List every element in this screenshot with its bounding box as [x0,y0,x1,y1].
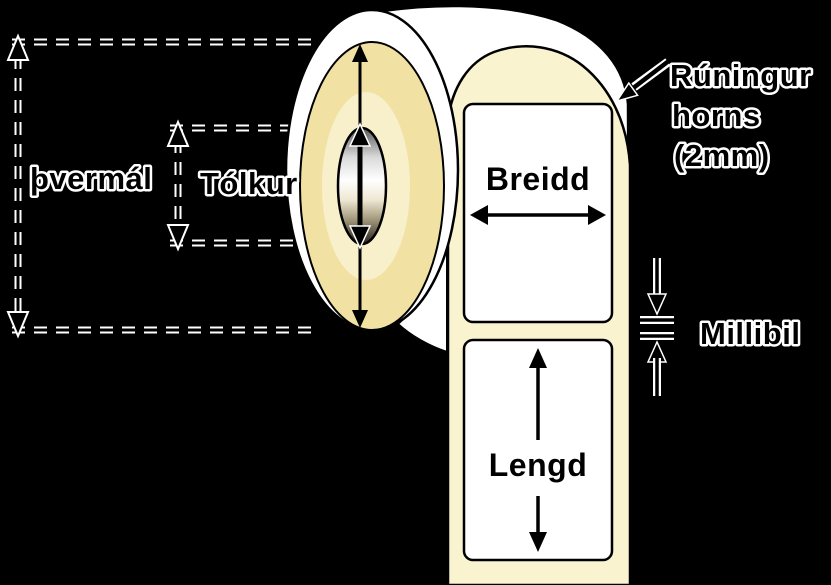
label-top [462,102,614,324]
corner-arrowhead [615,81,639,103]
diameter-arrowhead-up [6,33,30,61]
label-bottom [462,338,614,562]
width-label: Breidd [486,161,590,197]
core-arrowhead-down [348,225,372,250]
length-label: Lengd [489,447,587,483]
roll-diameter-arrowhead-down [352,310,368,328]
gap-annotation: Millibil [640,258,802,396]
corner-arrow-line [630,58,672,91]
width-arrowhead-left [470,205,488,225]
core-arrowhead-up [348,122,372,147]
core-measure-arrowhead-up [166,119,190,147]
corner-note-line3: (2mm) [674,138,770,173]
gap-arrowhead-down [646,293,668,316]
width-arrowhead-right [588,205,606,225]
corner-annotation: Rúningur horns (2mm) [615,56,814,176]
length-arrowhead-up [529,348,547,368]
diameter-label: þvermál [30,161,152,196]
core-measure-arrowhead-down [166,224,190,252]
labels: Breidd Lengd [462,102,614,562]
left-measurements [6,33,312,339]
gap-label: Millibil [700,316,800,351]
corner-note-line2: horns [672,98,761,133]
length-arrowhead-down [529,532,547,552]
roll [284,8,460,332]
roll-diameter-arrowhead-up [352,44,368,62]
core-label: Tólkur [200,166,298,201]
diameter-arrowhead-down [6,311,30,339]
corner-note-line1: Rúningur [670,58,812,93]
